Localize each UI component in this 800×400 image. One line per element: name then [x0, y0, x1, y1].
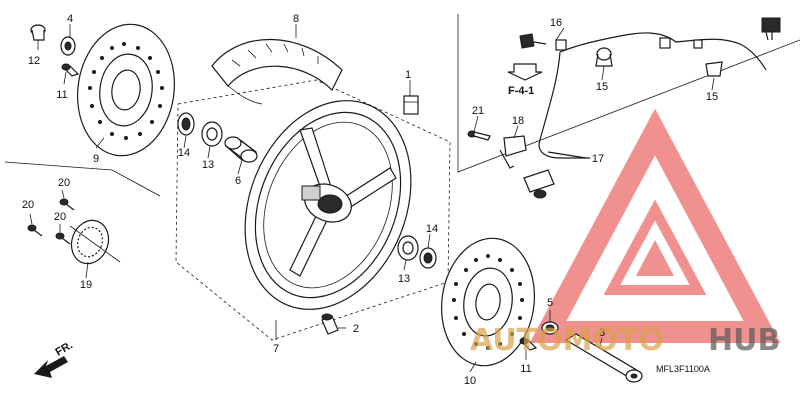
part-number: 14 — [178, 147, 190, 159]
bolt-20-b — [27, 224, 43, 237]
bolt-11-right — [519, 337, 538, 351]
part-labels: 1 2 3 4 5 6 7 8 9 10 11 11 12 13 13 14 1… — [22, 13, 718, 387]
pulser-group-outline — [4, 161, 161, 197]
clamp-15-right — [705, 61, 723, 77]
part-number: 13 — [398, 273, 410, 285]
front-label: FR. — [54, 339, 75, 358]
bearing-left — [201, 121, 223, 147]
part-number: 20 — [58, 177, 70, 189]
bolt-20-c — [55, 232, 71, 245]
part-number: 11 — [520, 363, 531, 375]
section-ref-arrow — [507, 63, 543, 81]
sensor-bracket-18 — [499, 135, 527, 169]
part-number: 16 — [550, 17, 562, 29]
part-number: 10 — [464, 375, 476, 387]
bolt-21 — [467, 130, 491, 141]
bolt-12 — [30, 24, 46, 41]
wheel-speed-sensor-17 — [523, 151, 587, 199]
part-number: 8 — [293, 13, 299, 25]
part-number: 4 — [67, 13, 73, 25]
bearing-right — [397, 235, 419, 261]
part-number: 5 — [547, 297, 553, 309]
watermark-logo — [529, 108, 781, 343]
part-number: 14 — [426, 223, 438, 235]
part-number: 9 — [93, 153, 99, 165]
watermark-word-1: AUTOMOTO — [470, 323, 664, 358]
diagram-code: MFL3F1100A — [656, 364, 710, 374]
bolt-20-a — [59, 198, 75, 211]
front-direction-arrow — [34, 356, 68, 378]
part-number: 11 — [56, 89, 67, 101]
part-number: 6 — [235, 175, 241, 187]
part-number: 2 — [353, 323, 359, 335]
sensor-group-outline — [457, 14, 800, 173]
brake-disc-left — [76, 23, 176, 157]
part-number: 21 — [472, 105, 484, 117]
sensor-cable — [538, 17, 781, 159]
dust-seal-left — [177, 112, 195, 136]
collar-4 — [60, 36, 76, 56]
part-number: 17 — [592, 153, 604, 165]
brake-disc-right — [440, 237, 536, 367]
tire — [211, 38, 343, 105]
part-number: 15 — [596, 81, 608, 93]
part-number: 3 — [599, 327, 605, 339]
front-axle — [564, 333, 643, 383]
part-number: 18 — [512, 115, 524, 127]
part-number: 20 — [54, 211, 66, 223]
balance-weight — [403, 86, 419, 115]
part-number: 1 — [405, 69, 411, 81]
part-number: 15 — [706, 91, 718, 103]
air-valve — [321, 313, 339, 335]
part-number: 7 — [273, 343, 279, 355]
pulser-ring — [69, 219, 121, 265]
dust-seal-right — [419, 247, 437, 269]
section-ref-label: F-4-1 — [508, 85, 534, 97]
front-wheel — [244, 100, 412, 310]
bolt-16 — [519, 33, 547, 49]
part-number: 19 — [80, 279, 92, 291]
part-number: 20 — [22, 199, 34, 211]
clamp-15-left — [595, 47, 613, 67]
part-number: 13 — [202, 159, 214, 171]
watermark-word-2: HUB — [708, 323, 780, 358]
part-number: 12 — [28, 55, 40, 67]
watermark-text: AUTOMOTO HUB — [470, 323, 780, 358]
bolt-11-left — [61, 63, 80, 77]
leader-lines — [29, 24, 715, 373]
grommet-clips — [555, 37, 703, 51]
distance-collar — [224, 136, 258, 163]
